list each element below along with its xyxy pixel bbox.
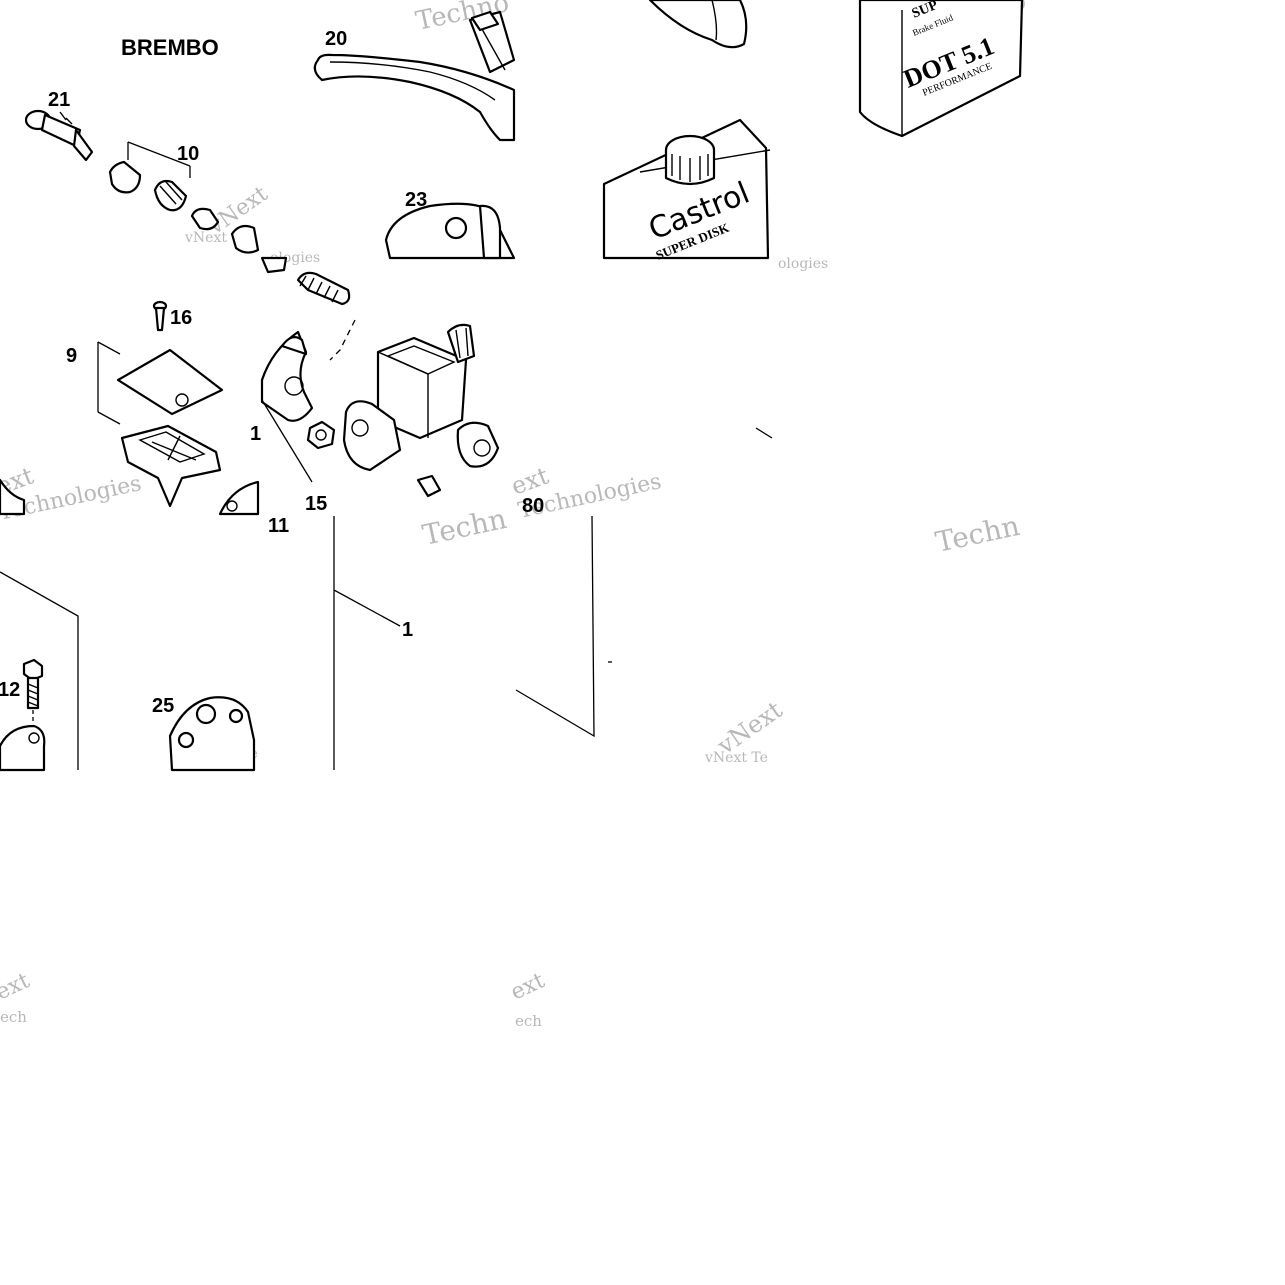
part-grip-partial [648,0,748,49]
watermark-vnext-1: vNext [184,230,227,246]
mark-line-right [755,427,773,439]
fluid-can-castrol: Castrol SUPER DISK [602,118,771,263]
part-10-piston-kit [108,141,260,254]
watermark-techn-mid: Techn [420,502,510,552]
part-23-clamp [384,202,516,260]
watermark-ext-bl: ext [0,968,34,1005]
leader-15 [261,399,313,483]
callout-10: 10 [177,143,199,165]
part-11-clip [0,478,260,516]
watermark-techn-right: Techn [933,509,1023,559]
watermark-ext-bm: ext [507,968,549,1005]
leader-80 [515,515,595,738]
part-20-brake-lever [313,10,516,142]
part-bracket [260,330,442,498]
callout-11: 11 [268,515,289,537]
part-12-bolt [0,658,46,772]
callout-1: 1 [402,619,413,641]
callout-20: 20 [325,28,347,50]
part-25-clamp [168,696,256,772]
watermark-ech-bl: ech [0,1008,27,1026]
callout-80: 80 [522,495,544,517]
fluid-can-dot51: SUP Brake Fluid DOT 5.1 PERFORMANCE [858,0,1024,138]
leader-1 [333,516,401,770]
brand-label: BREMBO [121,35,219,60]
watermark-ologies-1: ologies [778,256,828,272]
callout-16: 16 [170,307,192,329]
callout-23: 23 [405,189,427,211]
part-16-screw [152,300,168,332]
callout-25: 25 [152,695,174,717]
callout-12: 12 [0,679,20,701]
callout-21: 21 [48,89,70,111]
part-9-reservoir-cover [97,341,224,508]
watermark-vnext-te-3: vNext Te [704,750,768,766]
part-spring [260,256,351,306]
part-21-screw [24,109,94,162]
callout-1-partial: 1 [250,423,261,445]
callout-9: 9 [66,345,77,367]
frame-line-left [0,571,79,770]
watermark-ech-bm: ech [515,1012,542,1030]
master-cylinder-body [329,319,500,472]
watermark-layer: Techno Techno vNext vNext vNext Te ologi… [0,0,1029,1030]
callout-15: 15 [305,493,327,515]
